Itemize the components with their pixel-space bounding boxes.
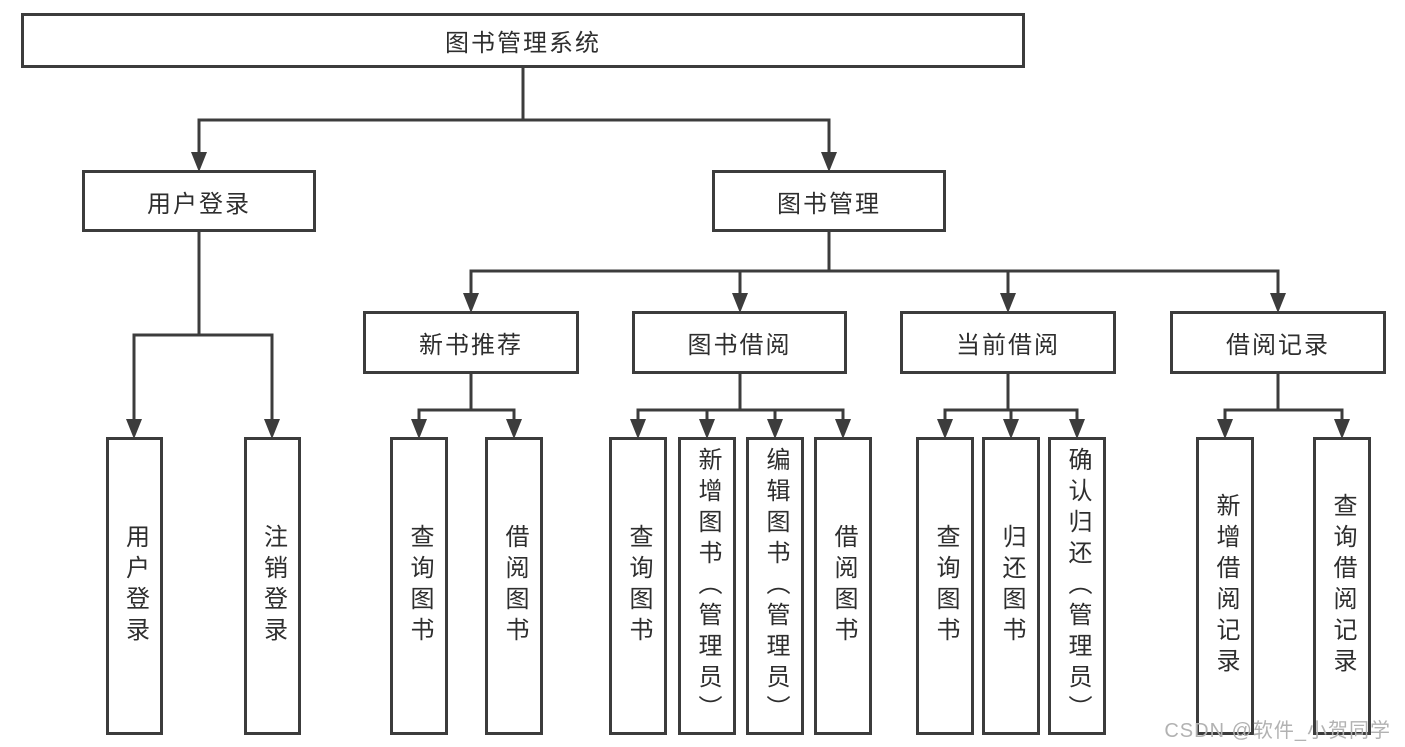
node-label: 图书借阅 xyxy=(687,332,792,359)
node-label: 归还图书 xyxy=(998,524,1025,648)
leaf-borrow-books-2: 借阅图书 xyxy=(814,437,872,735)
arrowhead xyxy=(1334,419,1350,439)
node-label: 用户登录 xyxy=(121,524,149,648)
connector-book-borrow-branch xyxy=(636,372,845,421)
node-borrow-records: 借阅记录 xyxy=(1170,311,1386,374)
leaf-confirm-return-admin: 确认归还（管理员） xyxy=(1048,437,1106,735)
connector-borrow-record-branch xyxy=(1223,372,1344,421)
node-label: 图书管理 xyxy=(777,190,881,218)
arrowhead xyxy=(767,419,783,439)
leaf-return-books: 归还图书 xyxy=(982,437,1040,735)
connector-new-book-branch xyxy=(417,372,516,421)
node-label: 查询图书 xyxy=(406,524,433,648)
node-label: 编辑图书（管理员） xyxy=(762,446,789,726)
arrowhead xyxy=(937,419,953,439)
leaf-query-books-1: 查询图书 xyxy=(390,437,448,735)
node-book-management: 图书管理 xyxy=(712,170,946,232)
node-label: 借阅图书 xyxy=(830,524,857,648)
arrowhead xyxy=(732,293,748,313)
leaf-add-borrow-record: 新增借阅记录 xyxy=(1196,437,1254,735)
connector-book-mgmt-branch xyxy=(469,230,1280,295)
node-label: 新增图书（管理员） xyxy=(694,446,721,726)
arrowhead xyxy=(463,293,479,313)
arrowhead xyxy=(264,419,280,439)
node-label: 注销登录 xyxy=(259,524,287,648)
node-label: 查询图书 xyxy=(625,524,652,648)
arrowhead xyxy=(411,419,427,439)
leaf-borrow-books-1: 借阅图书 xyxy=(485,437,543,735)
arrowhead xyxy=(1069,419,1085,439)
leaf-logout: 注销登录 xyxy=(244,437,301,735)
node-label: 借阅记录 xyxy=(1226,332,1330,359)
node-label: 新书推荐 xyxy=(419,332,523,359)
leaf-edit-books-admin: 编辑图书（管理员） xyxy=(746,437,804,735)
node-label: 查询借阅记录 xyxy=(1329,493,1356,679)
arrowhead xyxy=(835,419,851,439)
node-current-borrowing: 当前借阅 xyxy=(900,311,1116,374)
connector-user-login-branch xyxy=(132,230,274,421)
arrowhead xyxy=(191,152,207,172)
arrowhead xyxy=(699,419,715,439)
node-label: 借阅图书 xyxy=(501,524,528,648)
node-root-system: 图书管理系统 xyxy=(21,13,1025,68)
leaf-add-books-admin: 新增图书（管理员） xyxy=(678,437,736,735)
arrowhead xyxy=(1000,293,1016,313)
connector-root-to-level2 xyxy=(197,66,831,154)
arrowhead xyxy=(630,419,646,439)
arrowhead xyxy=(1003,419,1019,439)
leaf-user-login: 用户登录 xyxy=(106,437,163,735)
node-label: 用户登录 xyxy=(147,190,251,218)
arrowhead xyxy=(821,152,837,172)
node-label: 图书管理系统 xyxy=(445,30,601,57)
leaf-query-books-2: 查询图书 xyxy=(609,437,667,735)
leaf-query-books-3: 查询图书 xyxy=(916,437,974,735)
node-label: 查询图书 xyxy=(932,524,959,648)
leaf-query-borrow-record: 查询借阅记录 xyxy=(1313,437,1371,735)
node-user-login: 用户登录 xyxy=(82,170,316,232)
connector-current-borrow-branch xyxy=(943,372,1079,421)
node-label: 当前借阅 xyxy=(956,332,1060,359)
node-new-book-recommend: 新书推荐 xyxy=(363,311,579,374)
arrowhead xyxy=(506,419,522,439)
csdn-watermark: CSDN @软件_小贺同学 xyxy=(1164,720,1391,742)
node-book-borrowing: 图书借阅 xyxy=(632,311,847,374)
node-label: 确认归还（管理员） xyxy=(1064,446,1091,726)
arrowhead xyxy=(1217,419,1233,439)
node-label: 新增借阅记录 xyxy=(1212,493,1239,679)
arrowhead xyxy=(126,419,142,439)
arrowhead xyxy=(1270,293,1286,313)
